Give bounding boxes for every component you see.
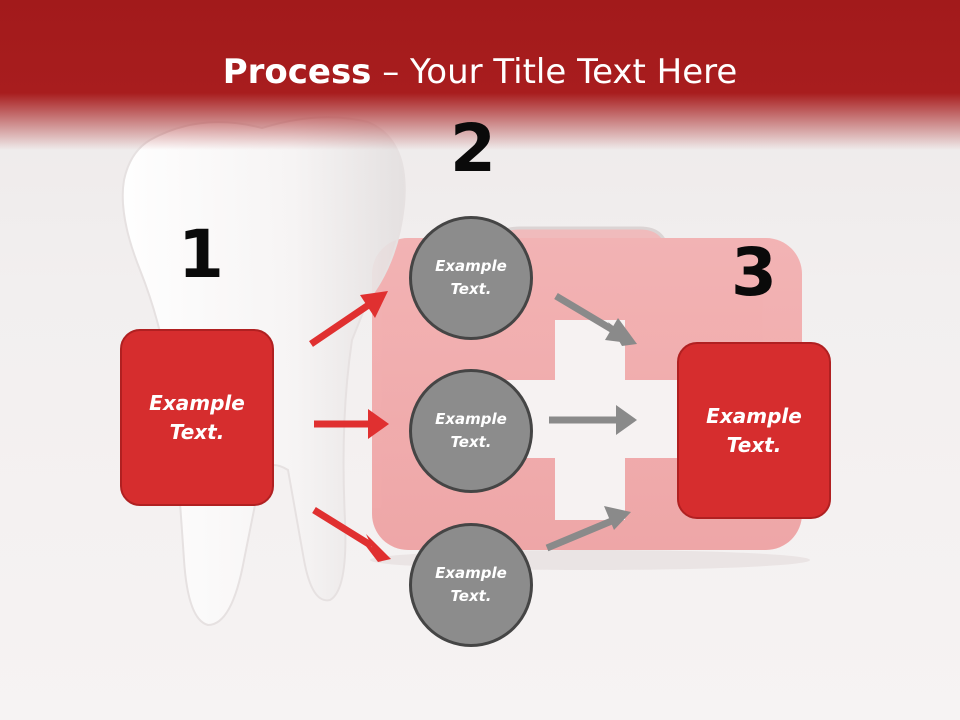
step-number-2: 2 — [450, 110, 496, 187]
header-band — [0, 0, 960, 150]
example-circle-top: Example Text. — [409, 216, 533, 340]
slide-title: Process – Your Title Text Here — [0, 52, 960, 92]
example-circle-top-text: Example Text. — [435, 257, 507, 298]
example-box-left: Example Text. — [120, 329, 274, 506]
step-number-3: 3 — [731, 234, 777, 311]
title-bold: Process — [222, 52, 372, 92]
example-box-right-text: Example Text. — [706, 403, 802, 457]
example-circle-middle: Example Text. — [409, 369, 533, 493]
example-circle-bottom-text: Example Text. — [435, 564, 507, 605]
example-circle-middle-text: Example Text. — [435, 410, 507, 451]
example-circle-bottom: Example Text. — [409, 523, 533, 647]
example-box-right: Example Text. — [677, 342, 831, 519]
step-number-1: 1 — [178, 216, 224, 293]
title-rest: – Your Title Text Here — [371, 52, 738, 92]
example-box-left-text: Example Text. — [149, 390, 245, 444]
